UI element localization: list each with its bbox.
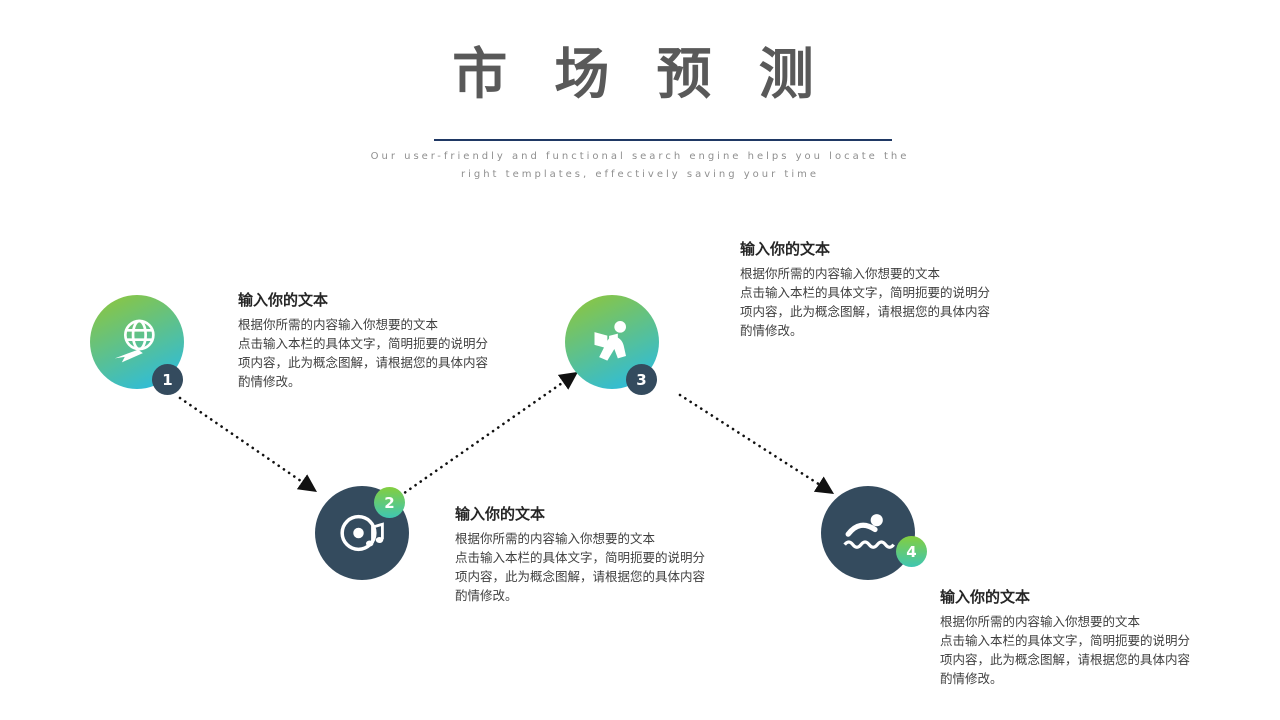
step-3-body: 根据你所需的内容输入你想要的文本 点击输入本栏的具体文字，简明扼要的说明分 项内… — [740, 266, 991, 338]
globe-plane-icon — [114, 319, 155, 363]
step-2-heading: 输入你的文本 — [455, 505, 546, 523]
step-2-body: 根据你所需的内容输入你想要的文本 点击输入本栏的具体文字，简明扼要的说明分 项内… — [455, 531, 706, 603]
step-1-heading: 输入你的文本 — [238, 291, 329, 309]
reading-person-icon — [594, 321, 626, 361]
subtitle-line-1: Our user-friendly and functional search … — [370, 151, 910, 162]
step-4-body: 根据你所需的内容输入你想要的文本 点击输入本栏的具体文字，简明扼要的说明分 项内… — [940, 614, 1191, 686]
step-1-text: 输入你的文本 根据你所需的内容输入你想要的文本 点击输入本栏的具体文字，简明扼要… — [238, 289, 528, 391]
step-1-number-badge: 1 — [152, 364, 183, 395]
step-4-number-badge: 4 — [896, 536, 927, 567]
title-underline — [434, 139, 892, 141]
step-3-number-badge: 3 — [626, 364, 657, 395]
step-4-circle — [821, 486, 915, 580]
step-3-text: 输入你的文本 根据你所需的内容输入你想要的文本 点击输入本栏的具体文字，简明扼要… — [740, 238, 1030, 340]
step-1-body: 根据你所需的内容输入你想要的文本 点击输入本栏的具体文字，简明扼要的说明分 项内… — [238, 317, 489, 389]
step-4-text: 输入你的文本 根据你所需的内容输入你想要的文本 点击输入本栏的具体文字，简明扼要… — [940, 586, 1230, 688]
step-3-heading: 输入你的文本 — [740, 240, 831, 258]
flow-arrow-2-3 — [398, 371, 578, 498]
slide-title: 市 场 预 测 — [452, 42, 828, 106]
swimmer-icon — [843, 514, 895, 549]
flow-arrow-1-2 — [178, 396, 318, 493]
step-3-circle — [565, 295, 659, 389]
music-disc-icon — [340, 514, 384, 552]
flow-arrow-3-4 — [678, 393, 835, 494]
step-2-text: 输入你的文本 根据你所需的内容输入你想要的文本 点击输入本栏的具体文字，简明扼要… — [455, 503, 745, 605]
step-4-heading: 输入你的文本 — [940, 588, 1031, 606]
subtitle-line-2: right templates, effectively saving your… — [460, 169, 820, 180]
step-2-number-badge: 2 — [374, 487, 405, 518]
